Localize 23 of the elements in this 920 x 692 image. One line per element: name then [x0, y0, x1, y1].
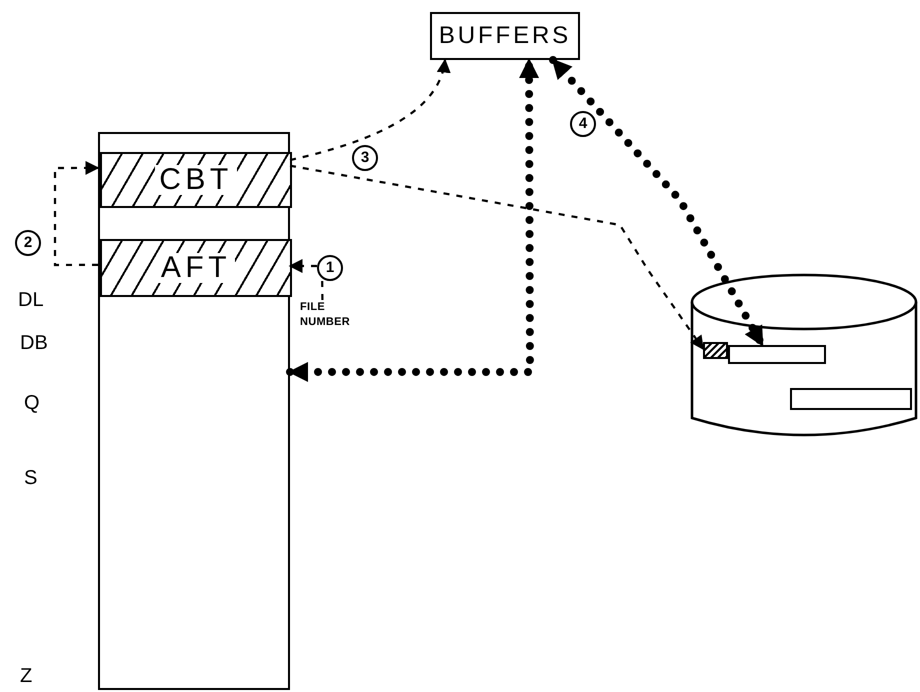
region-label: Z — [20, 666, 32, 686]
hatched-area — [100, 152, 292, 208]
arrow — [290, 58, 450, 162]
step-number: 1 — [317, 255, 343, 281]
step-number: 3 — [352, 145, 378, 171]
process-box — [430, 12, 580, 60]
region-label: Q — [24, 393, 40, 413]
record-bar — [728, 345, 826, 364]
memory-column — [98, 132, 290, 690]
box-label: BUFFERS — [438, 24, 572, 48]
hatched-block — [703, 342, 728, 359]
hatched-area — [100, 239, 292, 297]
region-label: DL — [18, 290, 44, 310]
arrow — [54, 160, 100, 266]
arrow — [290, 164, 704, 350]
region-label: DB — [20, 333, 48, 353]
record-bar — [790, 388, 912, 410]
text-label: FILE NUMBER — [300, 300, 348, 330]
step-number: 4 — [570, 111, 596, 137]
region-label: CBT — [155, 165, 237, 195]
step-number: 2 — [15, 230, 41, 256]
region-label: S — [24, 468, 38, 488]
region-label: AFT — [156, 253, 236, 283]
